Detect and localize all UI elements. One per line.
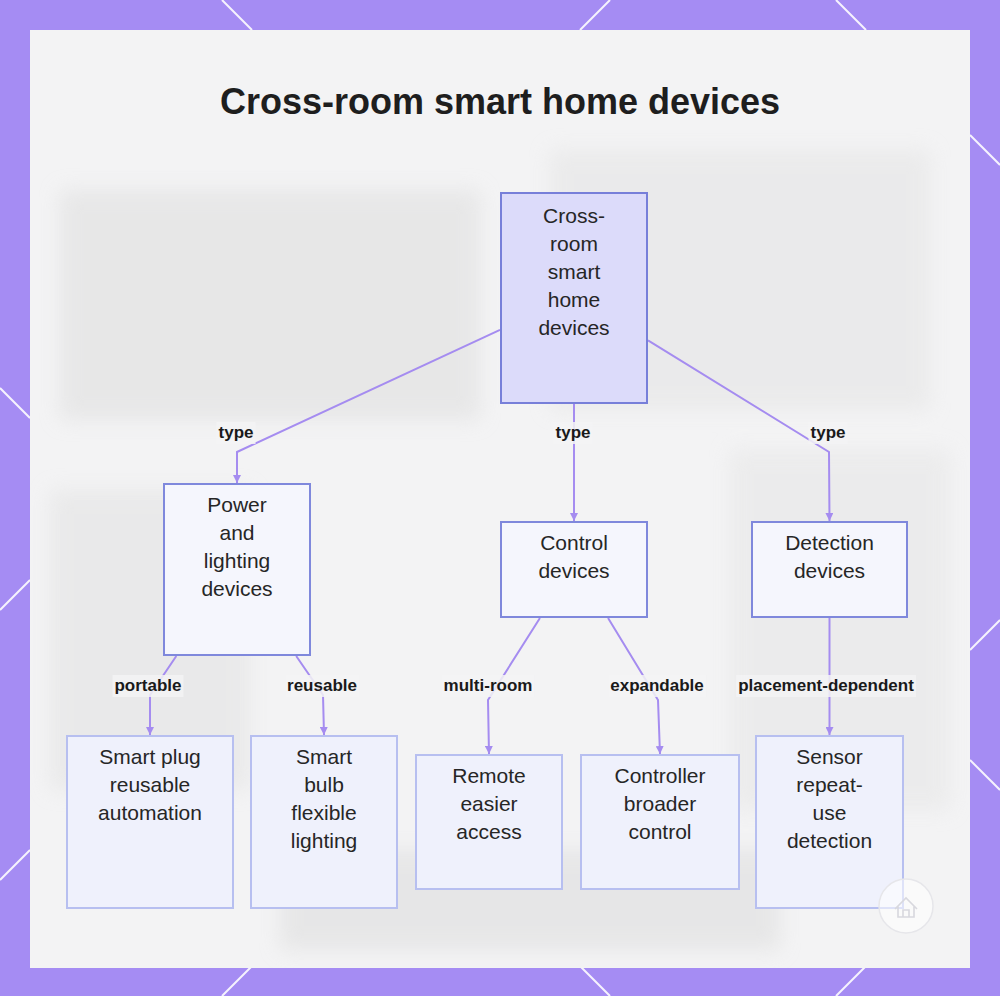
node-label: Control devices	[514, 529, 634, 585]
node-label: Cross-room smart home devices	[529, 202, 619, 342]
edge-label: type	[809, 422, 848, 444]
edge-label: type	[554, 422, 593, 444]
category-box: Detection devices	[751, 521, 908, 618]
category-box: Power and lighting devices	[163, 483, 311, 656]
edge-label: multi-room	[442, 675, 535, 697]
node-label: Sensor repeat-use detection	[782, 743, 878, 855]
category-box: Controller broader control	[580, 754, 740, 890]
node-label: Smart plug reusable automation	[85, 743, 215, 827]
node-label: Power and lighting devices	[192, 491, 282, 603]
watermark-icon	[876, 876, 936, 936]
connector-line	[648, 340, 830, 521]
node-label: Detection devices	[770, 529, 890, 585]
category-box: Control devices	[500, 521, 648, 618]
root-box: Cross-room smart home devices	[500, 192, 648, 404]
connector-line	[237, 330, 500, 483]
node-label: Smart bulb flexible lighting	[279, 743, 369, 855]
category-box: Sensor repeat-use detection	[755, 735, 904, 909]
node-label: Remote easier access	[434, 762, 544, 846]
edge-label: expandable	[608, 675, 706, 697]
edge-label: reusable	[285, 675, 359, 697]
diagram-title: Cross-room smart home devices	[0, 78, 1000, 126]
category-box: Smart plug reusable automation	[66, 735, 234, 909]
edge-label: portable	[112, 675, 183, 697]
category-box: Remote easier access	[415, 754, 563, 890]
category-box: Smart bulb flexible lighting	[250, 735, 398, 909]
node-label: Controller broader control	[600, 762, 720, 846]
edge-label: type	[217, 422, 256, 444]
edge-label: placement-dependent	[736, 675, 916, 697]
